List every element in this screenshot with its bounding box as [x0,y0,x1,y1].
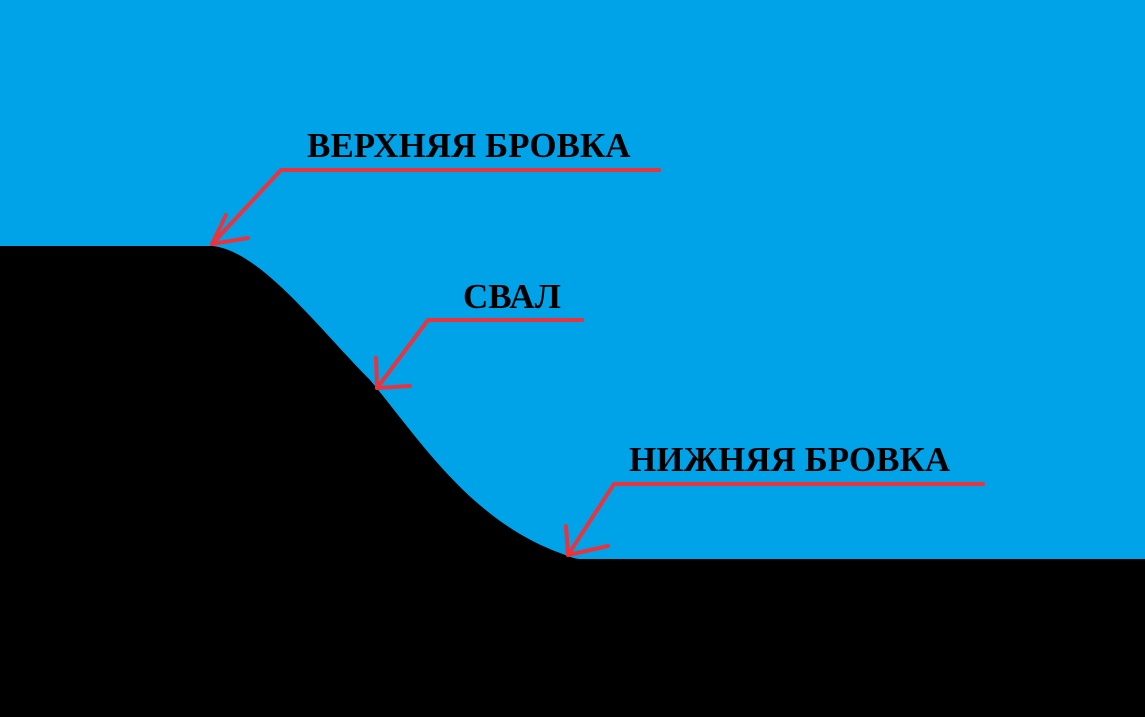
pointer-upper-edge [210,168,661,246]
pointer-lower-edge [564,482,985,557]
label-upper-edge: ВЕРХНЯЯ БРОВКА [307,126,631,165]
pointer-slope [374,318,584,390]
label-slope: СВАЛ [463,277,561,316]
label-lower-edge: НИЖНЯЯ БРОВКА [629,440,951,479]
ground-profile [0,246,1145,717]
